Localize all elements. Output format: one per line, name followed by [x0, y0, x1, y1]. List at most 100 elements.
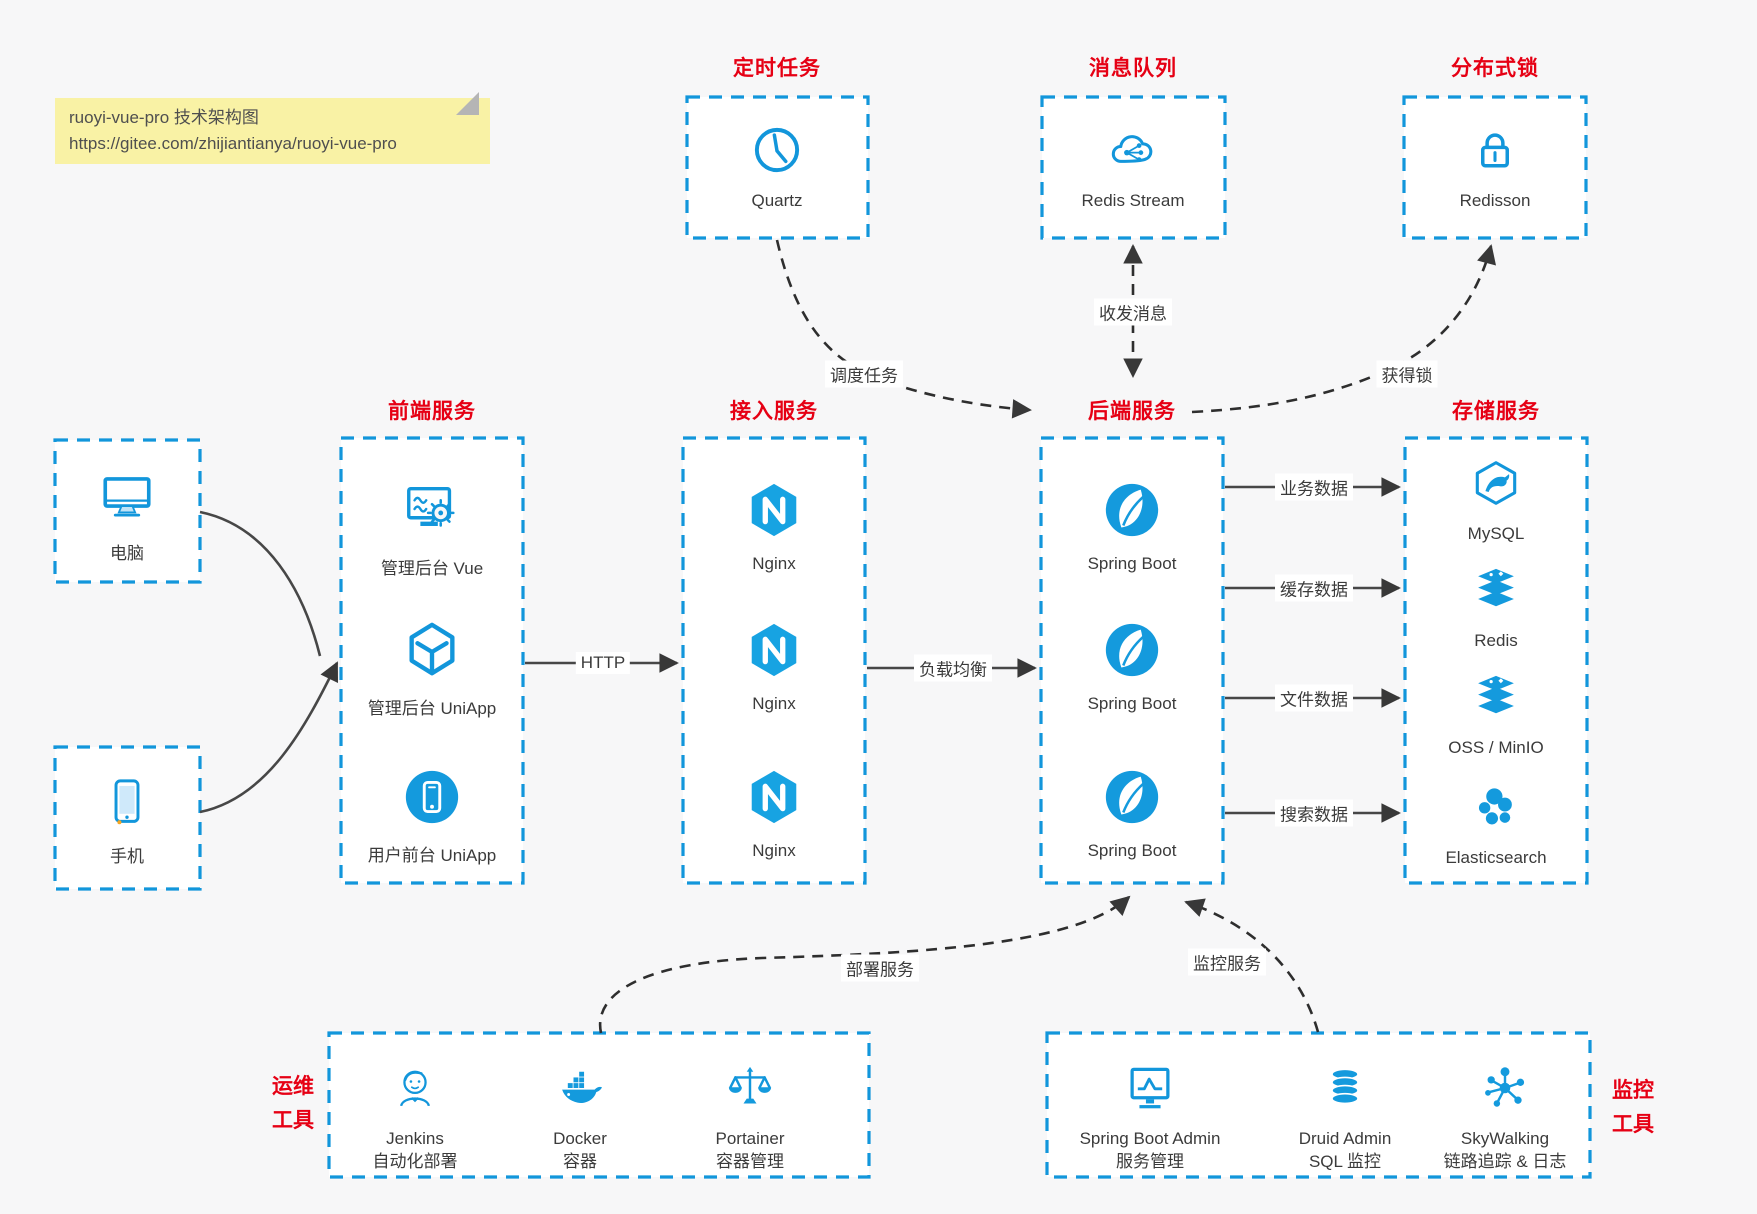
clock-icon	[754, 127, 800, 173]
node-pc: 电脑	[37, 468, 217, 564]
nginx-icon	[751, 770, 797, 824]
node-nginx-1: Nginx	[684, 479, 864, 574]
nginx-icon	[751, 623, 797, 677]
node-label: Spring Boot	[1087, 841, 1177, 860]
desktop-icon	[103, 477, 151, 517]
admin-dashboard-icon	[407, 486, 455, 527]
node-label: 电脑	[110, 544, 144, 563]
node-label: Redis	[1474, 631, 1518, 650]
node-label: Druid Admin SQL 监控	[1298, 1129, 1392, 1171]
node-spring-boot-admin: Spring Boot Admin 服务管理	[1060, 1062, 1240, 1173]
title-monitor-tools: 监控 工具	[1612, 1079, 1654, 1136]
node-label: OSS / MinIO	[1448, 738, 1544, 757]
edge-label-cache-data: 缓存数据	[1275, 574, 1353, 602]
edge-schedule-line	[775, 239, 1032, 419]
node-elasticsearch: Elasticsearch	[1406, 781, 1586, 868]
node-skywalking: SkyWalking 链路追踪 & 日志	[1415, 1062, 1595, 1173]
title-ops-tools: 运维 工具	[272, 1075, 314, 1132]
node-label: Nginx	[752, 694, 796, 713]
title-scheduled-task: 定时任务	[733, 57, 821, 80]
ops-tools-box	[327, 1031, 871, 1179]
node-portainer: Portainer 容器管理	[660, 1062, 840, 1173]
title-message-queue: 消息队列	[1089, 57, 1177, 80]
cloud-stream-icon	[1111, 135, 1153, 163]
scales-icon	[728, 1066, 772, 1104]
node-jenkins: Jenkins 自动化部署	[325, 1062, 505, 1173]
node-mobile: 手机	[37, 775, 217, 867]
node-label: Redis Stream	[1081, 191, 1185, 210]
node-label: 管理后台 Vue	[380, 559, 484, 578]
node-admin-uniapp: 管理后台 UniApp	[342, 619, 522, 719]
node-label: 手机	[110, 847, 144, 866]
node-label: SkyWalking 链路追踪 & 日志	[1443, 1129, 1567, 1171]
node-springboot-1: Spring Boot	[1042, 479, 1222, 574]
node-user-uniapp: 用户前台 UniApp	[342, 766, 522, 866]
redis-stack-icon	[1478, 568, 1514, 607]
smartphone-icon	[114, 779, 140, 825]
node-oss-minio: OSS / MinIO	[1406, 671, 1586, 758]
node-nginx-3: Nginx	[684, 766, 864, 861]
lock-icon	[1481, 133, 1509, 168]
sticky-note: ruoyi-vue-pro 技术架构图 https://gitee.com/zh…	[55, 98, 490, 164]
nginx-icon	[751, 483, 797, 537]
title-gateway: 接入服务	[730, 400, 818, 423]
node-label: Spring Boot	[1087, 694, 1177, 713]
edge-mobile-to-frontend	[199, 661, 339, 814]
node-label: Quartz	[751, 191, 803, 210]
spring-boot-icon	[1105, 483, 1159, 537]
elasticsearch-icon	[1478, 788, 1512, 825]
node-label: Redisson	[1459, 191, 1531, 210]
node-label: 用户前台 UniApp	[367, 846, 497, 865]
node-springboot-3: Spring Boot	[1042, 766, 1222, 861]
edge-label-http: HTTP	[575, 652, 631, 674]
note-title: ruoyi-vue-pro 技术架构图	[69, 108, 259, 127]
edge-label-acquire-lock: 获得锁	[1376, 360, 1438, 388]
mysql-icon	[1475, 461, 1517, 505]
edge-monitor-line	[1184, 898, 1320, 1033]
edge-deploy-line	[598, 895, 1131, 1034]
title-distributed-lock: 分布式锁	[1451, 57, 1539, 80]
spring-boot-icon	[1105, 770, 1159, 824]
node-label: 管理后台 UniApp	[367, 699, 497, 718]
edge-label-file-data: 文件数据	[1275, 684, 1353, 712]
node-label: Jenkins 自动化部署	[372, 1129, 458, 1171]
node-label: Elasticsearch	[1445, 848, 1547, 867]
sticky-note-fold	[456, 92, 482, 123]
edge-label-monitor: 监控服务	[1188, 948, 1266, 976]
node-redis-stream: Redis Stream	[1043, 122, 1223, 211]
node-mysql: MySQL	[1406, 457, 1586, 544]
node-quartz: Quartz	[687, 122, 867, 211]
title-backend: 后端服务	[1088, 400, 1176, 423]
node-label: Portainer 容器管理	[715, 1129, 785, 1171]
node-label: Spring Boot Admin 服务管理	[1079, 1129, 1221, 1171]
edge-label-search-data: 搜索数据	[1275, 799, 1353, 827]
edge-label-message: 收发消息	[1094, 298, 1172, 326]
node-docker: Docker 容器	[490, 1062, 670, 1173]
topology-icon	[1485, 1067, 1525, 1107]
edge-label-deploy: 部署服务	[841, 954, 919, 982]
monitor-pulse-icon	[1130, 1067, 1170, 1109]
node-redis: Redis	[1406, 564, 1586, 651]
storage-box	[1403, 436, 1589, 885]
node-label: Docker 容器	[553, 1129, 607, 1171]
title-frontend: 前端服务	[388, 400, 476, 423]
note-url: https://gitee.com/zhijiantianya/ruoyi-vu…	[69, 134, 397, 153]
mq-box	[1040, 95, 1227, 240]
node-redisson: Redisson	[1405, 122, 1585, 211]
edge-label-business-data: 业务数据	[1275, 473, 1353, 501]
docker-icon	[562, 1071, 602, 1103]
node-druid-admin: Druid Admin SQL 监控	[1255, 1062, 1435, 1173]
node-label: MySQL	[1467, 524, 1525, 543]
node-label: Nginx	[752, 841, 796, 860]
edge-label-load-balance: 负载均衡	[914, 654, 992, 682]
edge-label-schedule: 调度任务	[825, 360, 903, 388]
jenkins-icon	[400, 1070, 430, 1107]
edge-pc-to-frontend	[199, 510, 322, 657]
node-admin-vue: 管理后台 Vue	[342, 479, 522, 579]
node-springboot-2: Spring Boot	[1042, 619, 1222, 714]
database-icon	[1331, 1068, 1359, 1105]
node-nginx-2: Nginx	[684, 619, 864, 714]
mobile-app-circle-icon	[405, 770, 459, 824]
node-label: Spring Boot	[1087, 554, 1177, 573]
